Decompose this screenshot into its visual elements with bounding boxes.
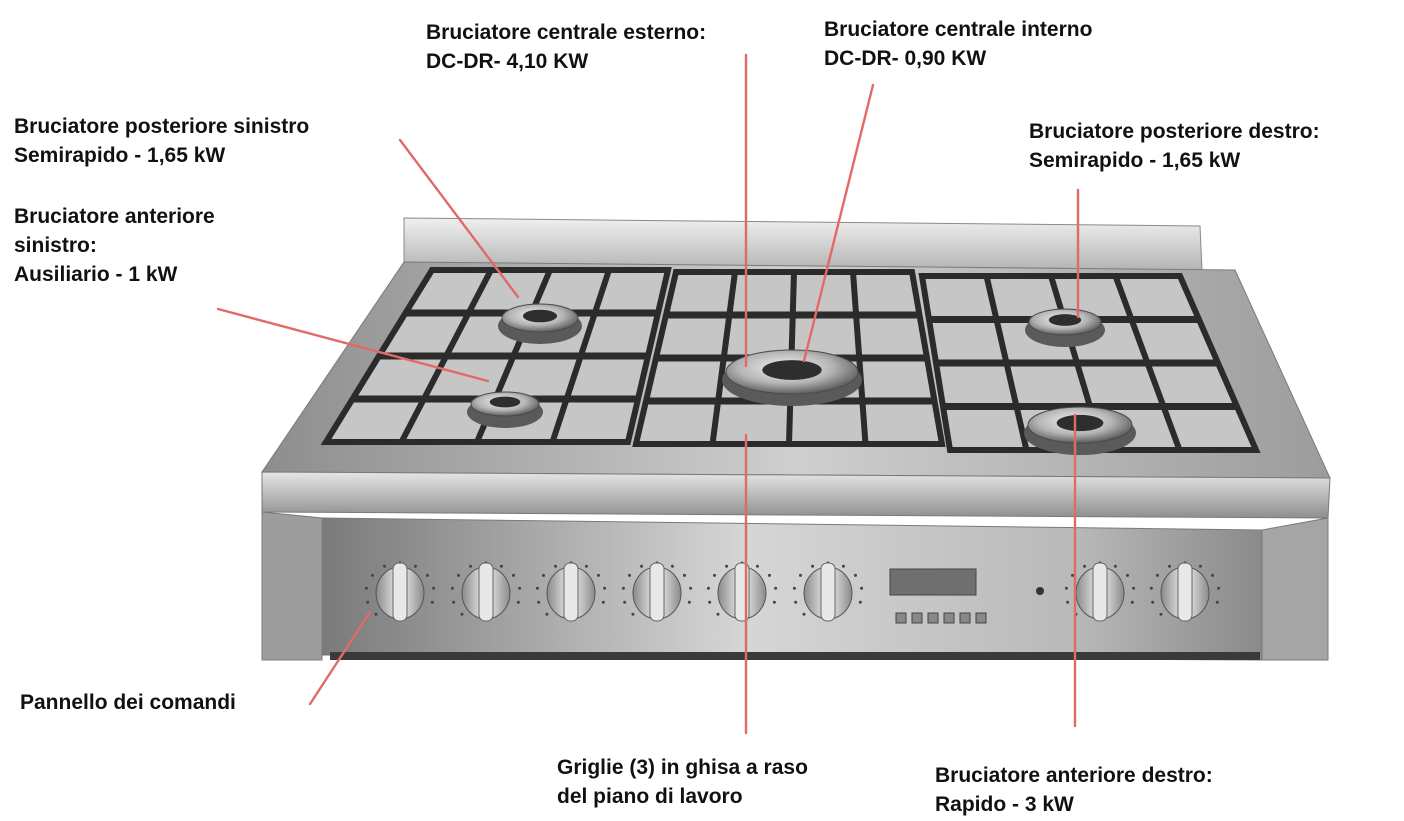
grate-bar <box>549 269 612 443</box>
control-knob <box>621 561 693 622</box>
label-center-outer-burner: Bruciatore centrale esterno: DC-DR- 4,10… <box>426 18 706 76</box>
burner-head <box>722 349 862 406</box>
timer-button <box>895 612 907 624</box>
burner-head <box>467 391 543 428</box>
timer-button <box>927 612 939 624</box>
label-front-left-line-1: Bruciatore anteriore <box>14 205 215 228</box>
leader-center-inner <box>802 83 875 363</box>
timer-button <box>959 612 971 624</box>
label-grates-line-1: Griglie (3) in ghisa a raso <box>557 756 808 779</box>
label-grates: Griglie (3) in ghisa a raso del piano di… <box>557 753 808 811</box>
label-rear-right-line-1: Bruciatore posteriore destro: <box>1029 120 1320 143</box>
control-panel-face <box>321 517 1263 661</box>
label-front-left-line-2: sinistro: <box>14 234 97 257</box>
leader-front-left <box>216 307 490 383</box>
label-front-left-line-3: Ausiliario - 1 kW <box>14 263 178 286</box>
timer-display <box>889 568 977 596</box>
grate-left <box>320 267 672 445</box>
label-center-inner-line-1: Bruciatore centrale interno <box>824 18 1093 41</box>
burner-head <box>1024 406 1136 455</box>
label-front-right-line-2: Rapido - 3 kW <box>935 793 1074 816</box>
control-knobs <box>364 561 1221 622</box>
label-rear-left-line-1: Bruciatore posteriore sinistro <box>14 115 310 138</box>
label-center-outer-line-1: Bruciatore centrale esterno: <box>426 21 707 44</box>
indicator-light <box>1036 587 1044 595</box>
leader-rear-left <box>398 138 520 299</box>
control-knob <box>364 561 436 622</box>
leader-lines <box>216 53 1080 735</box>
grate-bar <box>983 275 1030 451</box>
label-control-panel-line-1: Pannello dei comandi <box>20 691 236 714</box>
label-rear-left-line-2: Semirapido - 1,65 kW <box>14 144 226 167</box>
label-center-inner-burner: Bruciatore centrale interno DC-DR- 0,90 … <box>824 15 1092 73</box>
timer-button <box>975 612 987 624</box>
timer-buttons <box>895 612 987 624</box>
label-front-right-line-1: Bruciatore anteriore destro: <box>935 764 1213 787</box>
cast-iron-grates <box>320 267 1261 455</box>
label-rear-left-burner: Bruciatore posteriore sinistro Semirapid… <box>14 112 309 170</box>
label-front-left-burner: Bruciatore anteriore sinistro: Ausiliari… <box>14 202 215 289</box>
label-front-right-burner: Bruciatore anteriore destro: Rapido - 3 … <box>935 761 1213 819</box>
burner-head <box>1025 308 1105 347</box>
label-rear-right-line-2: Semirapido - 1,65 kW <box>1029 149 1241 172</box>
front-lip <box>261 471 1331 519</box>
grate-bar <box>709 271 738 445</box>
right-side-panel <box>1261 517 1329 661</box>
grate-bar <box>398 268 494 444</box>
left-side-panel <box>261 511 323 661</box>
label-grates-line-2: del piano di lavoro <box>557 785 743 808</box>
label-rear-right-burner: Bruciatore posteriore destro: Semirapido… <box>1029 117 1320 175</box>
control-knob <box>792 561 864 622</box>
control-knob <box>1149 561 1221 622</box>
label-center-inner-line-2: DC-DR- 0,90 KW <box>824 47 987 70</box>
control-knob <box>450 561 522 622</box>
leader-control-panel <box>308 610 372 706</box>
grate-bar <box>1112 274 1183 452</box>
label-control-panel: Pannello dei comandi <box>20 688 236 717</box>
control-knob <box>1064 561 1136 622</box>
grate-bar <box>850 271 869 445</box>
burner-head <box>498 303 582 344</box>
control-knob <box>535 561 607 622</box>
oven-gap <box>330 652 1260 660</box>
timer-button <box>943 612 955 624</box>
label-center-outer-line-2: DC-DR- 4,10 KW <box>426 50 589 73</box>
timer-button <box>911 612 923 624</box>
